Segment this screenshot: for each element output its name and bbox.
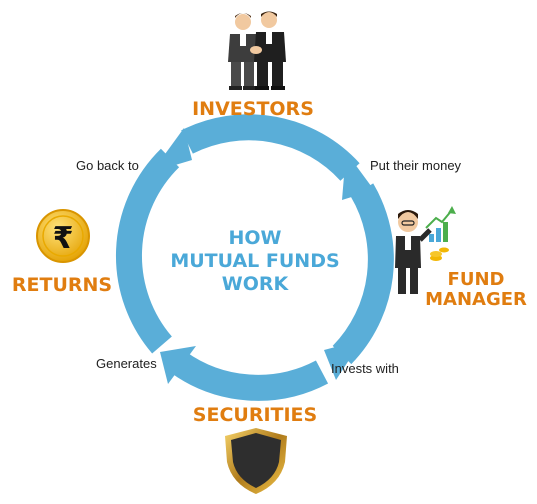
rupee-coin-icon: ₹ [36,209,90,263]
center-title-line-1: HOW [228,227,281,249]
ring-arc-top-right [181,114,360,181]
edge-label-go-back: Go back to [76,158,139,173]
edge-label-invests-with: Invests with [331,361,399,376]
ring-arrow-tip [342,152,374,200]
fund-manager-icon [395,206,456,294]
ring-arc-left [116,148,180,354]
investors-icon [228,11,286,90]
center-title: HOW MUTUAL FUNDS WORK [170,227,339,295]
ring-arrow-tip [152,128,192,172]
center-title-line-3: WORK [222,273,290,295]
ring-arc-right [332,183,394,365]
edge-label-put-money: Put their money [370,158,462,173]
ring-arc-bottom [170,351,329,401]
center-title-line-2: MUTUAL FUNDS [170,250,339,272]
ring-arrow-tip [160,346,196,384]
cycle-ring [116,114,394,401]
edge-label-generates: Generates [96,356,157,371]
node-investors: INVESTORS [192,98,314,120]
ring-arrow-tip [324,340,362,380]
node-fund-manager-line-1: FUND [448,269,505,290]
rupee-symbol: ₹ [53,221,74,256]
node-securities: SECURITIES [193,404,317,426]
shield-icon [225,428,287,494]
node-fund-manager-line-2: MANAGER [425,289,527,310]
node-returns: RETURNS [12,274,112,296]
